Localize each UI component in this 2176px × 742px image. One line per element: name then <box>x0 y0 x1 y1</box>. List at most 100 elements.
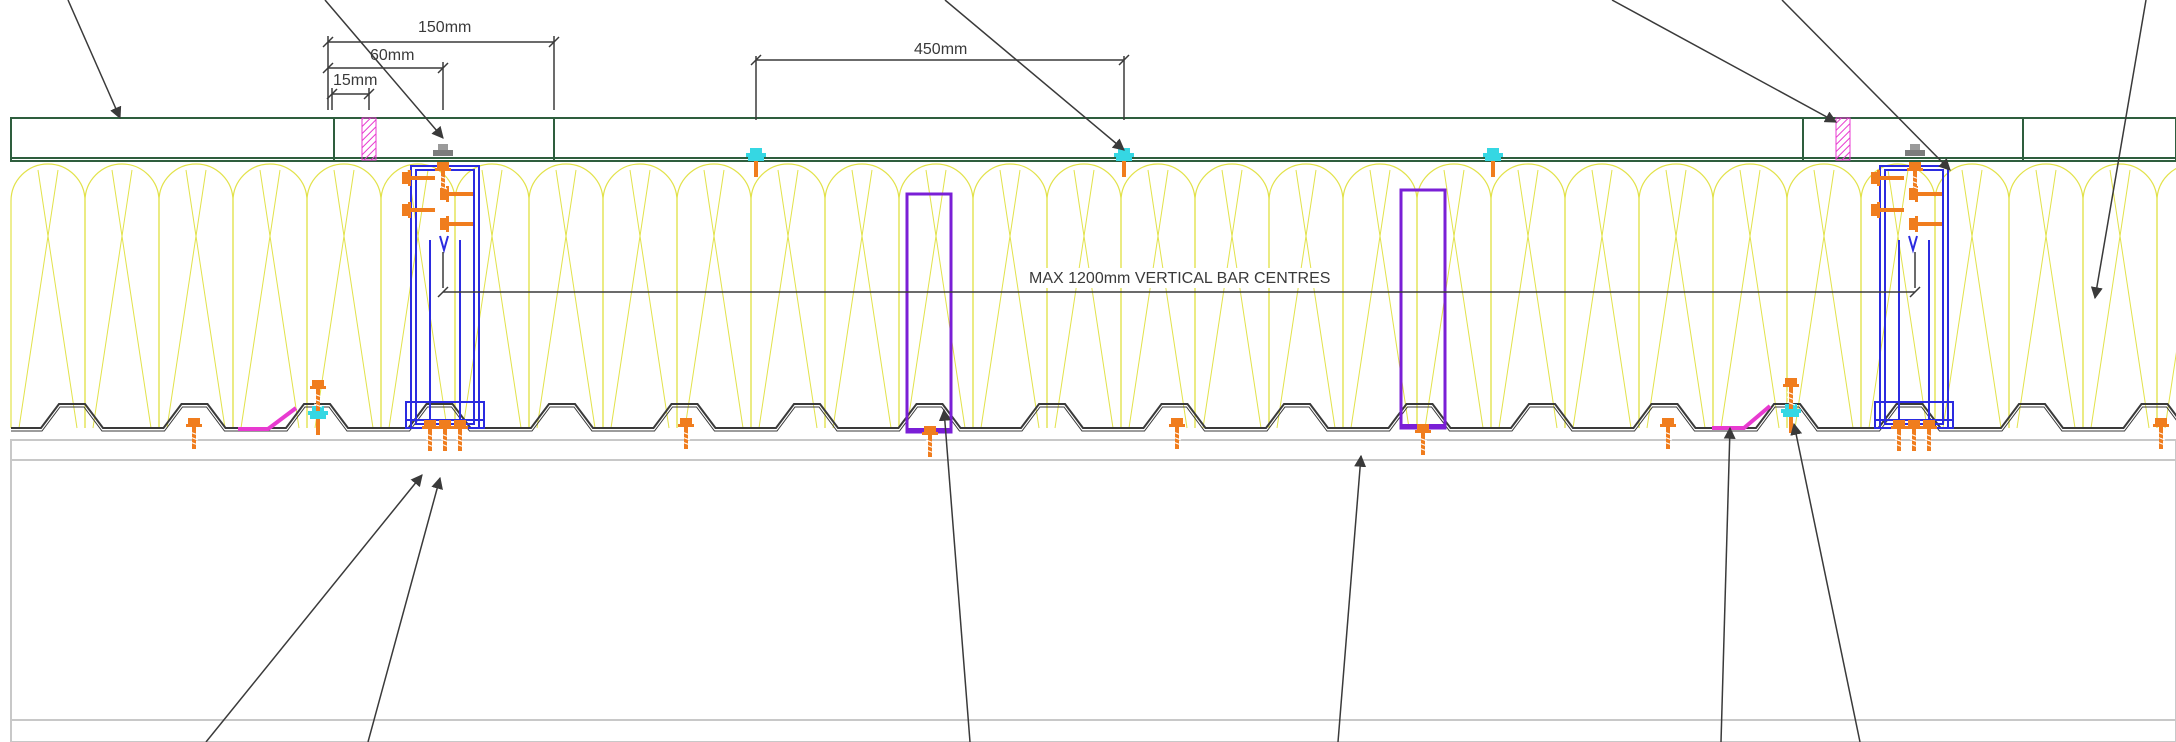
insulation-fold <box>2016 169 2076 429</box>
insulation-fold <box>2164 351 2176 429</box>
insulation-loop <box>750 163 826 428</box>
insulation-loop <box>1268 163 1344 428</box>
washer-screw-icon <box>1483 148 1503 177</box>
vertical-bar-2 <box>1399 188 1447 430</box>
insulation-fold <box>1424 169 1484 429</box>
insulation-loop <box>1860 163 1936 428</box>
insulation-loop <box>1342 163 1418 428</box>
insulation-loop <box>1564 163 1640 428</box>
insulation-fold <box>832 169 892 429</box>
vertical-bar-centres-note: MAX 1200mm VERTICAL BAR CENTRES <box>1029 270 1330 287</box>
screw-icon <box>1890 419 1908 452</box>
top-fastener-icon <box>433 144 453 156</box>
insulation-fold <box>610 169 670 429</box>
insulation-loop <box>10 163 86 428</box>
insulation-loop <box>1194 163 1270 428</box>
top-fastener-icon <box>1905 144 1925 156</box>
bracket-right <box>1874 165 1954 429</box>
insulation-loop <box>898 163 974 428</box>
bracket-screw-icon <box>1909 216 1942 232</box>
insulation-fold <box>2090 169 2150 429</box>
screw-icon <box>1659 417 1677 450</box>
insulation-fold <box>1128 169 1188 429</box>
screw-icon <box>421 419 439 452</box>
insulation-loop <box>1786 163 1862 428</box>
insulation-fold <box>1498 169 1558 429</box>
insulation-loop <box>2156 168 2176 428</box>
insulation-fold <box>906 169 966 429</box>
leader-lines <box>67 0 2147 742</box>
screw-icon <box>921 425 939 458</box>
insulation-loop <box>528 163 604 428</box>
dimension-150mm: 150mm <box>418 19 471 36</box>
insulation-layer <box>10 163 2176 429</box>
insulation-fold <box>758 169 818 429</box>
insulation-loop <box>676 163 752 428</box>
washer-screw-icon <box>1114 148 1134 177</box>
insulation-fold <box>1572 169 1632 429</box>
screw-icon <box>1905 419 1923 452</box>
vertical-bar-1 <box>905 192 953 434</box>
note-background <box>1026 268 1328 288</box>
insulation-loop <box>1120 163 1196 428</box>
insulation-fold <box>536 169 596 429</box>
dimension-450mm: 450mm <box>914 41 967 58</box>
insulation-loop <box>1934 163 2010 428</box>
insulation-fold <box>1054 169 1114 429</box>
insulation-loop <box>602 163 678 428</box>
insulation-fold <box>18 169 78 429</box>
screw-icon <box>451 419 469 452</box>
bracket-screw-icon <box>402 170 435 186</box>
screw-icon <box>436 419 454 452</box>
insulation-fold <box>1868 169 1928 429</box>
profiled-liner-sheet <box>11 403 2176 432</box>
packer-hatch <box>361 117 1851 161</box>
insulation-loop <box>1638 163 1714 428</box>
insulation-fold <box>314 169 374 429</box>
insulation-loop <box>158 163 234 428</box>
screw-icon <box>1168 417 1186 450</box>
insulation-fold <box>462 169 522 429</box>
screw-icon <box>2152 417 2170 450</box>
insulation-loop <box>1416 163 1492 428</box>
insulation-fold <box>1942 169 2002 429</box>
packer-strip <box>238 404 1772 431</box>
screw-icon <box>677 417 695 450</box>
insulation-fold <box>980 169 1040 429</box>
insulation-fold <box>388 169 448 429</box>
insulation-loop <box>1490 163 1566 428</box>
insulation-fold <box>240 169 300 429</box>
dimension-lines <box>322 36 1921 298</box>
insulation-fold <box>1720 169 1780 429</box>
bracket-screw-icon <box>440 216 473 232</box>
insulation-loop <box>454 163 530 428</box>
liner-sheet-inner-line <box>11 406 2176 432</box>
insulation-loop <box>824 163 900 428</box>
bracket-screw-icon <box>1871 170 1904 186</box>
insulation-loop <box>1046 163 1122 428</box>
insulation-fold <box>1276 169 1336 429</box>
insulation-fold <box>1646 169 1706 429</box>
insulation-loop <box>232 163 308 428</box>
dimension-60mm: 60mm <box>370 47 414 64</box>
bracket-left <box>405 165 485 429</box>
insulation-fold <box>166 169 226 429</box>
insulation-fold <box>1794 169 1854 429</box>
screw-icon <box>185 417 203 450</box>
insulation-loop <box>2082 163 2158 428</box>
insulation-loop <box>2008 163 2084 428</box>
screw-icon <box>1920 419 1938 452</box>
insulation-loop <box>1712 163 1788 428</box>
washer-screw-icon <box>746 148 766 177</box>
insulation-loop <box>972 163 1048 428</box>
insulation-loop <box>306 163 382 428</box>
inner-liner-panel <box>10 439 2176 742</box>
bracket-screw-icon <box>402 202 435 218</box>
dimension-15mm: 15mm <box>333 72 377 89</box>
insulation-loop <box>84 163 160 428</box>
insulation-loop <box>380 163 456 428</box>
bracket-screw-icon <box>1871 202 1904 218</box>
insulation-fold <box>1202 169 1262 429</box>
insulation-fold <box>92 169 152 429</box>
